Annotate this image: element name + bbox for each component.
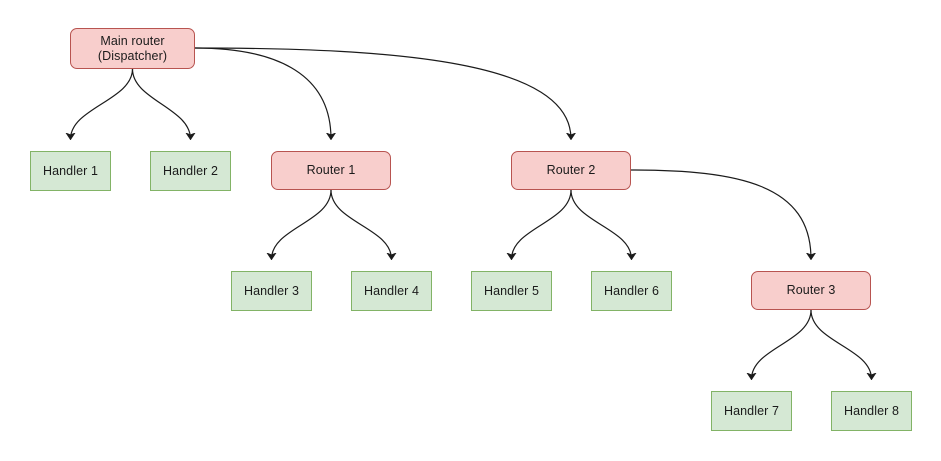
node-handler-7[interactable]: Handler 7 bbox=[711, 391, 792, 431]
node-router-3[interactable]: Router 3 bbox=[751, 271, 871, 310]
edge-router-1-to-handler-3 bbox=[272, 189, 332, 259]
edge-main-to-handler-1 bbox=[71, 68, 134, 139]
edge-main-to-handler-2 bbox=[131, 68, 191, 139]
node-router-2[interactable]: Router 2 bbox=[511, 151, 631, 190]
node-label-router-2: Router 2 bbox=[546, 163, 596, 177]
node-handler-5[interactable]: Handler 5 bbox=[471, 271, 552, 311]
edge-router-3-to-handler-7 bbox=[752, 309, 812, 379]
edge-main-to-router-1 bbox=[194, 47, 331, 139]
edge-router-2-to-handler-6 bbox=[570, 189, 632, 259]
node-handler-8[interactable]: Handler 8 bbox=[831, 391, 912, 431]
node-handler-2[interactable]: Handler 2 bbox=[150, 151, 231, 191]
node-label-handler-5: Handler 5 bbox=[483, 283, 540, 298]
edge-router-2-to-router-3 bbox=[630, 169, 811, 259]
node-label-router-3: Router 3 bbox=[786, 283, 836, 297]
node-label-handler-3: Handler 3 bbox=[243, 283, 300, 298]
node-handler-6[interactable]: Handler 6 bbox=[591, 271, 672, 311]
node-label-handler-1: Handler 1 bbox=[42, 163, 99, 178]
node-label-main-router: Main router (Dispatcher) bbox=[97, 33, 168, 63]
node-main-router[interactable]: Main router (Dispatcher) bbox=[70, 28, 195, 69]
node-handler-3[interactable]: Handler 3 bbox=[231, 271, 312, 311]
edges-group bbox=[71, 47, 872, 379]
node-label-handler-8: Handler 8 bbox=[843, 403, 900, 418]
node-label-handler-6: Handler 6 bbox=[603, 283, 660, 298]
node-handler-1[interactable]: Handler 1 bbox=[30, 151, 111, 191]
edge-router-3-to-handler-8 bbox=[810, 309, 872, 379]
node-router-1[interactable]: Router 1 bbox=[271, 151, 391, 190]
node-label-handler-7: Handler 7 bbox=[723, 403, 780, 418]
edge-router-2-to-handler-5 bbox=[512, 189, 572, 259]
node-label-handler-2: Handler 2 bbox=[162, 163, 219, 178]
node-label-router-1: Router 1 bbox=[306, 163, 356, 177]
node-handler-4[interactable]: Handler 4 bbox=[351, 271, 432, 311]
node-label-handler-4: Handler 4 bbox=[363, 283, 420, 298]
edge-router-1-to-handler-4 bbox=[330, 189, 392, 259]
edge-main-to-router-2 bbox=[194, 47, 571, 139]
